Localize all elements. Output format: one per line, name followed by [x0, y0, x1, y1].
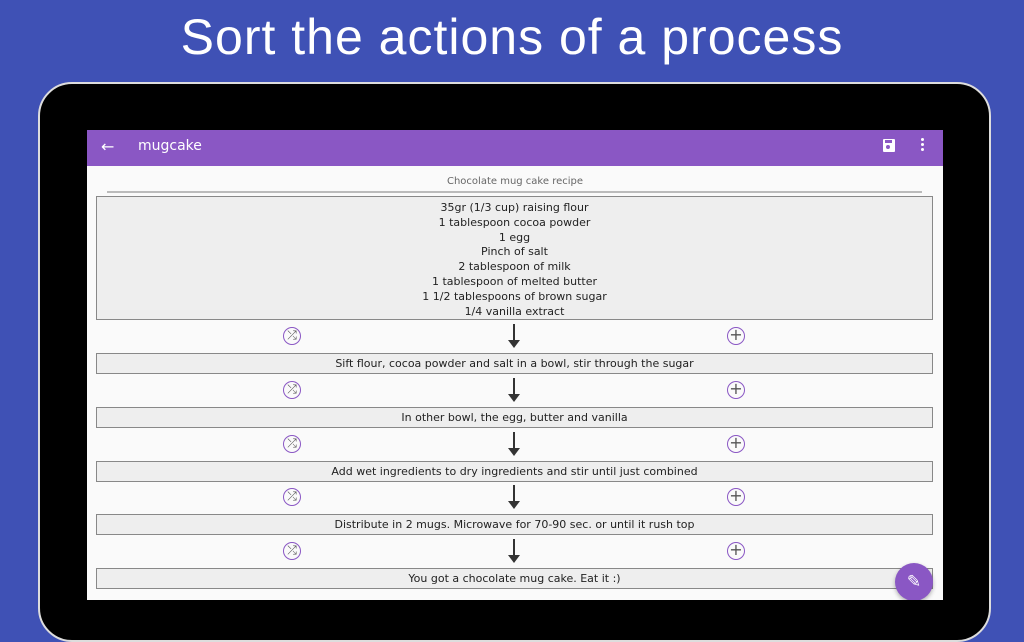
arrow-down-icon: [508, 539, 520, 563]
divider: [107, 191, 922, 193]
ingredient: 2 tablespoon of milk: [458, 260, 571, 274]
arrow-down-icon: [508, 485, 520, 509]
ingredient: 1 egg: [498, 230, 531, 244]
step-box[interactable]: Distribute in 2 mugs. Microwave for 70-9…: [96, 514, 933, 535]
step-text: Distribute in 2 mugs. Microwave for 70-9…: [334, 518, 695, 531]
step-text: Sift flour, cocoa powder and salt in a b…: [335, 357, 694, 370]
step-box[interactable]: Sift flour, cocoa powder and salt in a b…: [96, 353, 933, 374]
more-vert-icon[interactable]: [918, 136, 926, 153]
ingredient: 1 1/2 tablespoons of brown sugar: [422, 289, 607, 303]
step-text: You got a chocolate mug cake. Eat it :): [408, 572, 621, 585]
ingredient: Pinch of salt: [481, 245, 548, 259]
toolbar-title: mugcake: [138, 138, 202, 154]
step-box[interactable]: You got a chocolate mug cake. Eat it :): [96, 568, 933, 589]
shuffle-icon[interactable]: ⤮: [283, 542, 301, 560]
ingredients-box[interactable]: 35gr (1/3 cup) raising flour 1 tablespoo…: [96, 196, 933, 320]
add-step-icon[interactable]: +: [727, 542, 745, 560]
add-step-icon[interactable]: +: [727, 327, 745, 345]
step-box[interactable]: Add wet ingredients to dry ingredients a…: [96, 461, 933, 482]
add-step-icon[interactable]: +: [727, 381, 745, 399]
headline: Sort the actions of a process: [180, 9, 844, 65]
ingredient: 1/4 vanilla extract: [464, 304, 565, 318]
arrow-left-icon[interactable]: ←: [101, 137, 115, 156]
step-text: In other bowl, the egg, butter and vanil…: [401, 411, 628, 424]
ingredient: 1 tablespoon of melted butter: [431, 274, 598, 288]
save-icon[interactable]: [883, 139, 895, 152]
shuffle-icon[interactable]: ⤮: [283, 327, 301, 345]
add-step-icon[interactable]: +: [727, 435, 745, 453]
step-text: Add wet ingredients to dry ingredients a…: [331, 465, 698, 478]
shuffle-icon[interactable]: ⤮: [283, 381, 301, 399]
arrow-down-icon: [508, 324, 520, 348]
app-screen: ← mugcake Chocolate mug cake recipe 35gr…: [87, 130, 943, 600]
shuffle-icon[interactable]: ⤮: [283, 488, 301, 506]
pencil-icon: ✎: [906, 572, 922, 592]
ingredient: 35gr (1/3 cup) raising flour: [440, 201, 589, 214]
toolbar: ← mugcake: [87, 130, 943, 166]
process-title: Chocolate mug cake recipe: [446, 176, 584, 187]
edit-fab[interactable]: ✎: [895, 563, 933, 600]
add-step-icon[interactable]: +: [727, 488, 745, 506]
shuffle-icon[interactable]: ⤮: [283, 435, 301, 453]
step-box[interactable]: In other bowl, the egg, butter and vanil…: [96, 407, 933, 428]
ingredient: 1 tablespoon cocoa powder: [438, 215, 591, 229]
arrow-down-icon: [508, 432, 520, 456]
arrow-down-icon: [508, 378, 520, 402]
